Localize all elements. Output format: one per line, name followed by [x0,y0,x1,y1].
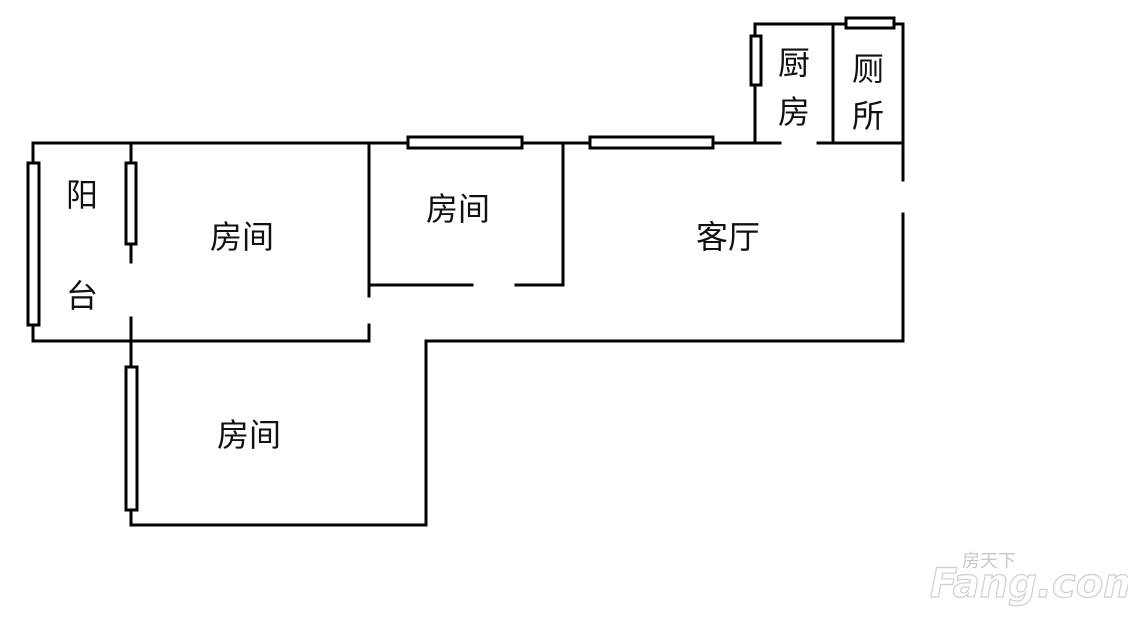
window-living-room-top [588,135,715,150]
window-lower-room-left [124,365,139,512]
label-balcony-line1: 阳 [66,176,98,214]
fang-watermark: 房天下 Fang.com [929,551,1128,608]
label-toilet-line1: 厕 [852,50,884,88]
window-balcony-inner [124,161,138,246]
window-kitchen-left [749,34,763,87]
label-bedroom-middle: 房间 [426,190,490,228]
label-balcony-line2: 台 [66,277,98,315]
watermark-brand-text: Fang.com [930,561,1128,607]
window-middle-room-top [406,135,524,150]
label-kitchen-line2: 房 [778,93,810,131]
label-kitchen-line1: 厨 [778,44,810,82]
walls [31,22,905,527]
window-toilet-top [844,16,896,30]
window-balcony-outer [26,161,41,327]
watermark-small-text: 房天下 [962,551,1016,572]
label-living-room: 客厅 [696,218,760,256]
label-toilet-line2: 所 [852,97,884,135]
label-bedroom-lower: 房间 [217,416,281,454]
label-bedroom-left: 房间 [210,218,274,256]
room-labels: 阳 台 房间 房间 客厅 厨 房 厕 所 房间 [66,44,884,454]
windows [26,16,896,512]
